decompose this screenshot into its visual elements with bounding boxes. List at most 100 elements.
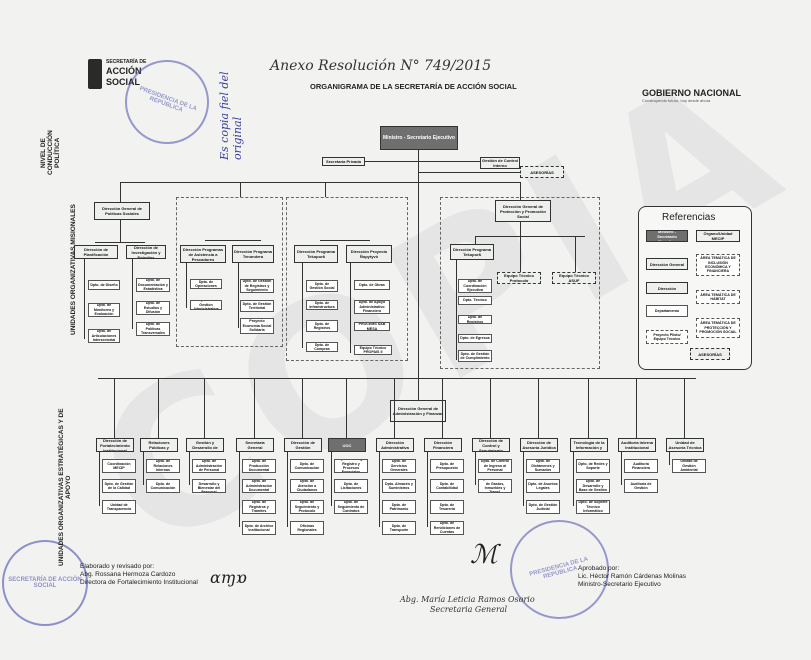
prog2-sub-1: Dpto. de Gestión Territorial	[240, 300, 274, 312]
support-unit-7-sub-3: Dpto. de Rendiciones de Cuentas	[430, 521, 464, 535]
support-unit-7: Dirección Financiera	[424, 438, 462, 452]
logo-gobierno: GOBIERNO NACIONAL Construyendo futuro, h…	[642, 88, 741, 103]
research-sub-2: Dpto. de Políticas Transversales	[136, 322, 170, 336]
group-habitat	[286, 197, 408, 361]
support-unit-0: Dirección de Fortalecimiento Institucion…	[96, 438, 134, 452]
support-unit-2-sub-1: Dpto. de Desarrollo y Bienestar del Pers…	[192, 479, 226, 493]
support-unit-6: Dirección Administrativa	[376, 438, 414, 452]
support-unit-6-sub-1: Dpto. Almacén y Suministros	[382, 479, 416, 493]
support-unit-11-sub-1: Auditoría de Gestión	[624, 479, 658, 493]
dg-admin-box: Dirección General de Administración y Fi…	[390, 400, 446, 422]
legend-item-0: Ministro - Secretario Ejecutivo	[646, 230, 688, 242]
signature-left: Elaborado y revisado por: Abg. Rossana H…	[80, 563, 198, 586]
signature-center-scribble: ℳ	[470, 540, 498, 570]
legend-item-8: Proyecto Piloto/ Equipo Técnico	[646, 330, 688, 344]
planning-sub-2: Dpto. de Articulaciones Intersectorial	[88, 329, 120, 343]
protocol-box: Equipo Técnico Protocolo	[497, 272, 541, 284]
legend-item-3: ÁREA TEMÁTICA DE INCLUSIÓN ECONÓMICA Y F…	[696, 254, 740, 276]
label-strategic: UNIDADES ORGANIZATIVAS ESTRATÉGICAS Y DE…	[58, 408, 72, 567]
prog3-sub-2: Dpto. de Registros	[306, 320, 338, 332]
support-unit-6-sub-0: Dpto. de Servicios Generales	[382, 459, 416, 473]
support-unit-7-sub-1: Dpto. de Contabilidad	[430, 479, 464, 493]
prog5-sub-2: Dpto. de Registros	[458, 315, 492, 324]
support-unit-0-sub-0: Coordinación MECIP	[102, 459, 136, 473]
support-unit-9: Dirección de Asesoría Jurídica	[520, 438, 558, 452]
signature-center: Abg. María Leticia Ramos Osorio Secretar…	[400, 595, 535, 614]
legend-title: Referencias	[662, 212, 716, 223]
legend-item-9: ASESORÍAS	[690, 348, 730, 360]
copy-note: Es copia fiel del original	[218, 71, 244, 161]
prog5-sub-3: Dpto. de Egresos	[458, 334, 492, 343]
prog4-sub-3: Equipo Técnico PROPAIS II	[354, 345, 392, 355]
chart-title: ORGANIGRAMA DE LA SECRETARÍA DE ACCIÓN S…	[310, 82, 517, 91]
logo-secretaria: SECRETARÍA DE ACCIÓN SOCIAL	[88, 55, 158, 100]
support-unit-12: Unidad de Asesoría Técnica	[666, 438, 704, 452]
signature-left-scribble: ɑɱɒ	[210, 568, 247, 587]
legend-item-1: Órgano/Unidad MECIP	[696, 230, 740, 242]
signature-right: Aprobado por: Lic. Héctor Ramón Cárdenas…	[578, 565, 687, 588]
prog5-sub-4: Dpto. de Gestión de Cumplimiento	[458, 350, 492, 362]
legend-item-5: ÁREA TEMÁTICA DE HÁBITAT	[696, 290, 740, 304]
support-unit-12-sub-0: Unidad de Gestión Ambiental	[672, 459, 706, 473]
support-unit-5-sub-0: Dpto. de Prog. Registro y Procesos Espec…	[334, 459, 368, 473]
legend-item-7: ÁREA TEMÁTICA DE PROTECCIÓN Y PROMOCIÓN …	[696, 318, 740, 338]
support-unit-3-sub-1: Dpto. de Administración Documental	[242, 479, 276, 493]
support-unit-8-sub-1: Dpto. de Control de Gastos, Inmuebles y …	[478, 479, 512, 493]
support-unit-1-sub-1: Dpto. de Comunicación	[146, 479, 180, 493]
support-unit-6-sub-3: Dpto. de Transporte	[382, 521, 416, 535]
prog3-box: Dirección Programa Tekoporã	[294, 245, 338, 263]
support-unit-9-sub-1: Dpto. de Asuntos Legales	[526, 479, 560, 493]
support-unit-4-sub-0: Dpto. de Comunicación	[290, 459, 324, 473]
research-sub-1: Dpto. de Estudios y Difusión	[136, 301, 170, 315]
prog1-box: Dirección Programas de Asistencia a Pesc…	[180, 245, 226, 263]
prog3-sub-3: Dpto. de Compras	[306, 342, 338, 352]
support-unit-8-sub-0: Dpto. de Control de Ingreso al Personal	[478, 459, 512, 473]
support-unit-3-sub-0: Dpto. de Producción Documental	[242, 459, 276, 473]
support-unit-11: Auditoría Interna Institucional	[618, 438, 656, 452]
prog1-sub-0: Dpto. de Operaciones	[190, 279, 222, 289]
support-unit-3: Secretaría General	[236, 438, 274, 452]
support-unit-5-sub-1: Dpto. de Licitaciones	[334, 479, 368, 493]
support-unit-9-sub-2: Dpto. de Gestión Judicial	[526, 500, 560, 514]
prog5-box: Dirección Programa Tekoporã	[450, 244, 494, 260]
prog4-sub-1: Dpto. de Apoyo Administrativo Financiero	[354, 300, 390, 314]
label-missional: UNIDADES ORGANIZATIVAS MISIONALES	[70, 204, 77, 336]
support-unit-10: Dirección de Tecnología de la Informació…	[570, 438, 608, 452]
support-unit-0-sub-2: Unidad de Transparencia	[102, 500, 136, 514]
planning-sub-0: Dpto. de Diseño	[88, 280, 120, 290]
support-unit-10-sub-0: Dpto. de Redes y Soporte	[576, 459, 610, 473]
support-unit-3-sub-2: Dpto. de Registros y Trámites	[242, 500, 276, 514]
minister-box: Ministro - Secretario Ejecutivo	[380, 126, 458, 150]
advisory-box: ASESORÍAS	[520, 166, 564, 178]
planning-sub-1: Dpto. de Monitoreo y Evaluación	[88, 303, 120, 317]
prog5-sub-1: Dpto. Técnico	[458, 296, 492, 305]
legend-item-6: Departamento	[646, 305, 688, 317]
legend-item-2: Dirección General	[646, 258, 688, 270]
label-political: NIVEL DE CONDUCCIÓN POLÍTICA	[40, 130, 61, 176]
support-unit-2-sub-0: Dpto. de Administración de Personal	[192, 459, 226, 473]
group-inclusion	[176, 197, 283, 347]
support-unit-10-sub-2: Dpto. de Soporte Técnico Informático	[576, 500, 610, 514]
dg-protection-box: Dirección General de Protección y Promoc…	[495, 200, 551, 222]
prog2-box: Dirección Programa Tenondera	[232, 245, 274, 263]
prog1-sub-1: Dpto. de Gestión Administrativa	[190, 300, 222, 310]
support-unit-4-sub-1: Dpto. de Atención a Ciudadanos	[290, 479, 324, 493]
support-unit-3-sub-3: Dpto. de Archivo Institucional	[242, 521, 276, 535]
support-unit-1: Dirección de Relaciones Públicas y Comun…	[140, 438, 178, 452]
legend-item-4: Dirección	[646, 282, 688, 294]
asuf-box: Equipo Técnico ASUF	[552, 272, 596, 284]
prog4-sub-2: PROCEMS SAB MESA	[354, 322, 390, 331]
prog2-sub-2: Proyecto Economía Social Solidaria	[240, 318, 274, 334]
support-unit-5: UOC	[328, 438, 366, 452]
support-unit-4: Dirección de Gestión	[284, 438, 322, 452]
support-unit-2: Dirección de Gestión y Desarrollo de Per…	[186, 438, 224, 452]
support-unit-1-sub-0: Dpto. de Relaciones Internas	[146, 459, 180, 473]
handwritten-title: Anexo Resolución N° 749/2015	[270, 58, 492, 74]
support-unit-7-sub-0: Dpto. de Presupuesto	[430, 459, 464, 473]
prog4-box: Dirección Proyecto Ñopytyvô	[346, 245, 392, 263]
research-box: Dirección de Investigación y Estudios	[126, 245, 166, 259]
internal-control-box: Gestión de Control Interno	[480, 157, 520, 169]
support-unit-8: Dirección de Control y Seguimiento	[472, 438, 510, 452]
support-unit-10-sub-1: Dpto. de Desarrollo y Base de Gestión	[576, 479, 610, 493]
support-unit-9-sub-0: Dpto. de Dictámenes y Sumarios	[526, 459, 560, 473]
